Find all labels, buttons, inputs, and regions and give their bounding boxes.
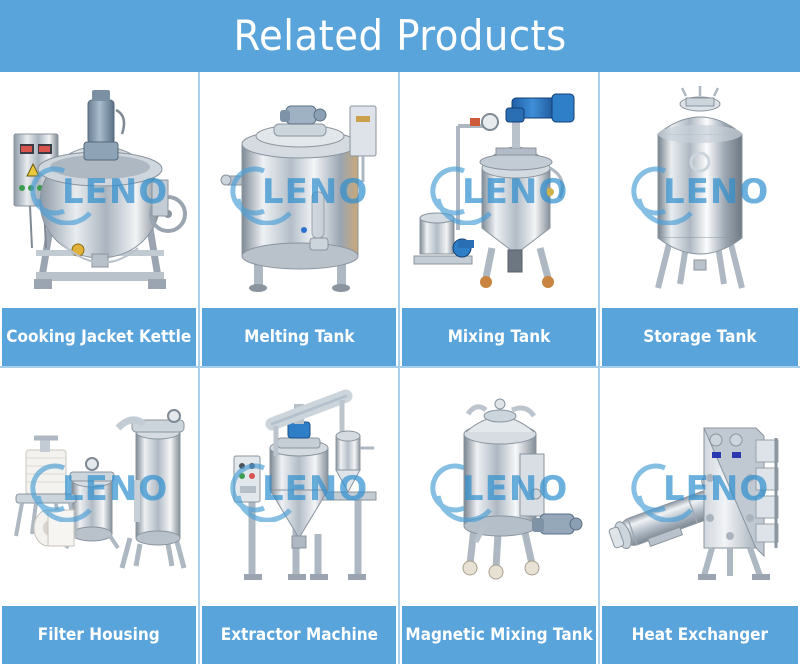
product-image-filter-housing[interactable]: LENO bbox=[0, 368, 198, 606]
product-caption: Melting Tank bbox=[200, 308, 398, 366]
product-card-extractor-machine[interactable]: LENO Extractor Machine bbox=[200, 368, 400, 664]
product-card-magnetic-mixing-tank[interactable]: LENO Magnetic Mixing Tank bbox=[400, 368, 600, 664]
product-card-heat-exchanger[interactable]: LENO Heat Exchanger bbox=[600, 368, 800, 664]
product-label: Cooking Jacket Kettle bbox=[6, 327, 192, 348]
product-image-extractor-machine[interactable]: LENO bbox=[200, 368, 398, 606]
mixing-tank-illustration bbox=[400, 72, 598, 308]
product-image-storage-tank[interactable]: LENO bbox=[600, 72, 800, 309]
product-card-filter-housing[interactable]: LENO Filter Housing bbox=[0, 368, 200, 664]
product-caption: Cooking Jacket Kettle bbox=[0, 308, 198, 366]
product-image-melting-tank[interactable]: LENO bbox=[200, 72, 398, 309]
product-card-melting-tank[interactable]: LENO Melting Tank bbox=[200, 72, 400, 368]
product-card-cooking-jacket-kettle[interactable]: LENO Cooking Jacket Kettle bbox=[0, 72, 200, 368]
heat-exchanger-illustration bbox=[600, 368, 800, 606]
kettle-illustration bbox=[0, 72, 198, 308]
page-title: Related Products bbox=[233, 11, 567, 60]
magnetic-mixing-tank-illustration bbox=[400, 368, 598, 606]
product-label: Heat Exchanger bbox=[631, 625, 769, 645]
product-label: Extractor Machine bbox=[220, 625, 378, 645]
product-image-heat-exchanger[interactable]: LENO bbox=[600, 368, 800, 606]
product-caption: Mixing Tank bbox=[400, 308, 598, 366]
product-label: Magnetic Mixing Tank bbox=[405, 625, 593, 645]
product-image-magnetic-mixing-tank[interactable]: LENO bbox=[400, 368, 598, 606]
storage-tank-illustration bbox=[600, 72, 800, 308]
product-label: Mixing Tank bbox=[447, 327, 551, 348]
product-caption: Heat Exchanger bbox=[600, 606, 800, 664]
product-caption: Extractor Machine bbox=[200, 606, 398, 664]
product-card-storage-tank[interactable]: LENO Storage Tank bbox=[600, 72, 800, 368]
section-header: Related Products bbox=[0, 0, 800, 72]
melting-tank-illustration bbox=[200, 72, 398, 308]
product-caption: Magnetic Mixing Tank bbox=[400, 606, 598, 664]
product-image-cooking-jacket-kettle[interactable]: LENO bbox=[0, 72, 198, 309]
product-card-mixing-tank[interactable]: LENO Mixing Tank bbox=[400, 72, 600, 368]
product-label: Filter Housing bbox=[38, 625, 160, 645]
extractor-illustration bbox=[200, 368, 398, 606]
product-grid: LENO Cooking Jacket Kettle bbox=[0, 72, 800, 666]
filter-housing-illustration bbox=[0, 368, 198, 606]
product-caption: Storage Tank bbox=[600, 308, 800, 366]
product-label: Melting Tank bbox=[243, 327, 355, 348]
product-label: Storage Tank bbox=[643, 327, 757, 348]
product-image-mixing-tank[interactable]: LENO bbox=[400, 72, 598, 309]
product-caption: Filter Housing bbox=[0, 606, 198, 664]
